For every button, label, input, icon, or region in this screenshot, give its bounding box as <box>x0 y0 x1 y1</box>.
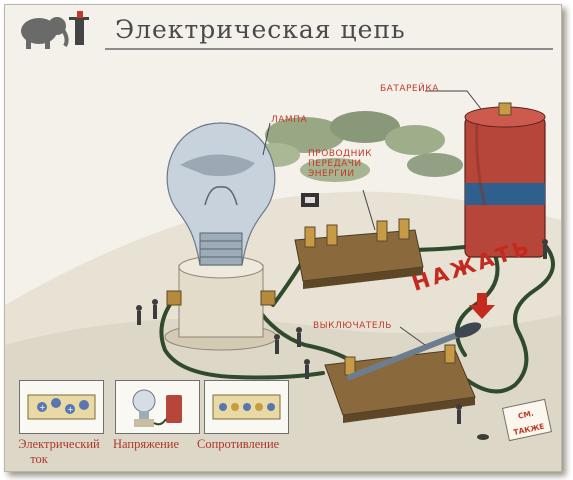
page-title: Электрическая цепь <box>115 15 406 44</box>
press-arrow-icon <box>469 293 495 319</box>
voltage-icon <box>132 389 182 427</box>
label-wires[interactable]: ПРОВОДНИК ПЕРЕДАЧИ ЭНЕРГИИ <box>308 149 372 179</box>
thumb-label-resistance[interactable]: Сопротивление <box>197 437 280 451</box>
label-wires-line-1: ПРОВОДНИК <box>308 149 372 159</box>
trees <box>250 111 463 182</box>
svg-text:+: + <box>39 403 46 412</box>
header-divider <box>105 48 553 50</box>
elephant-logo-icon <box>21 11 89 49</box>
switch-board <box>324 322 482 423</box>
svg-text:+: + <box>67 405 74 414</box>
thumb-voltage[interactable] <box>115 380 200 434</box>
label-wires-line-3: ЭНЕРГИИ <box>308 169 355 179</box>
thumb-label-electric-current-line-1: Электрический <box>18 437 100 451</box>
lamp-base <box>164 255 278 351</box>
tiny-figures <box>136 239 548 440</box>
thumb-label-electric-current[interactable]: Электрический ток <box>7 437 111 467</box>
label-leaders <box>262 90 482 346</box>
thumb-label-electric-current-line-2: ток <box>30 452 48 466</box>
header-bar: Электрическая цепь <box>5 5 561 51</box>
thumb-resistance[interactable] <box>204 380 289 434</box>
label-wires-line-2: ПЕРЕДАЧИ <box>308 159 362 169</box>
light-bulb <box>166 122 276 266</box>
label-lamp[interactable]: ЛАМПА <box>271 115 308 125</box>
electric-current-icon: + + <box>27 394 96 420</box>
app-window: Электрическая цепь ЛАМПА БАТАРЕЙКА ПРОВО… <box>4 4 562 472</box>
resistance-icon <box>212 394 281 420</box>
label-switch[interactable]: ВЫКЛЮЧАТЕЛЬ <box>313 321 392 331</box>
thumb-label-voltage[interactable]: Напряжение <box>113 437 180 451</box>
wire-board-upper <box>294 218 424 289</box>
thumb-electric-current[interactable]: + + <box>19 380 104 434</box>
label-battery[interactable]: БАТАРЕЙКА <box>380 84 439 94</box>
camera-icon <box>301 193 319 207</box>
battery <box>464 102 546 258</box>
